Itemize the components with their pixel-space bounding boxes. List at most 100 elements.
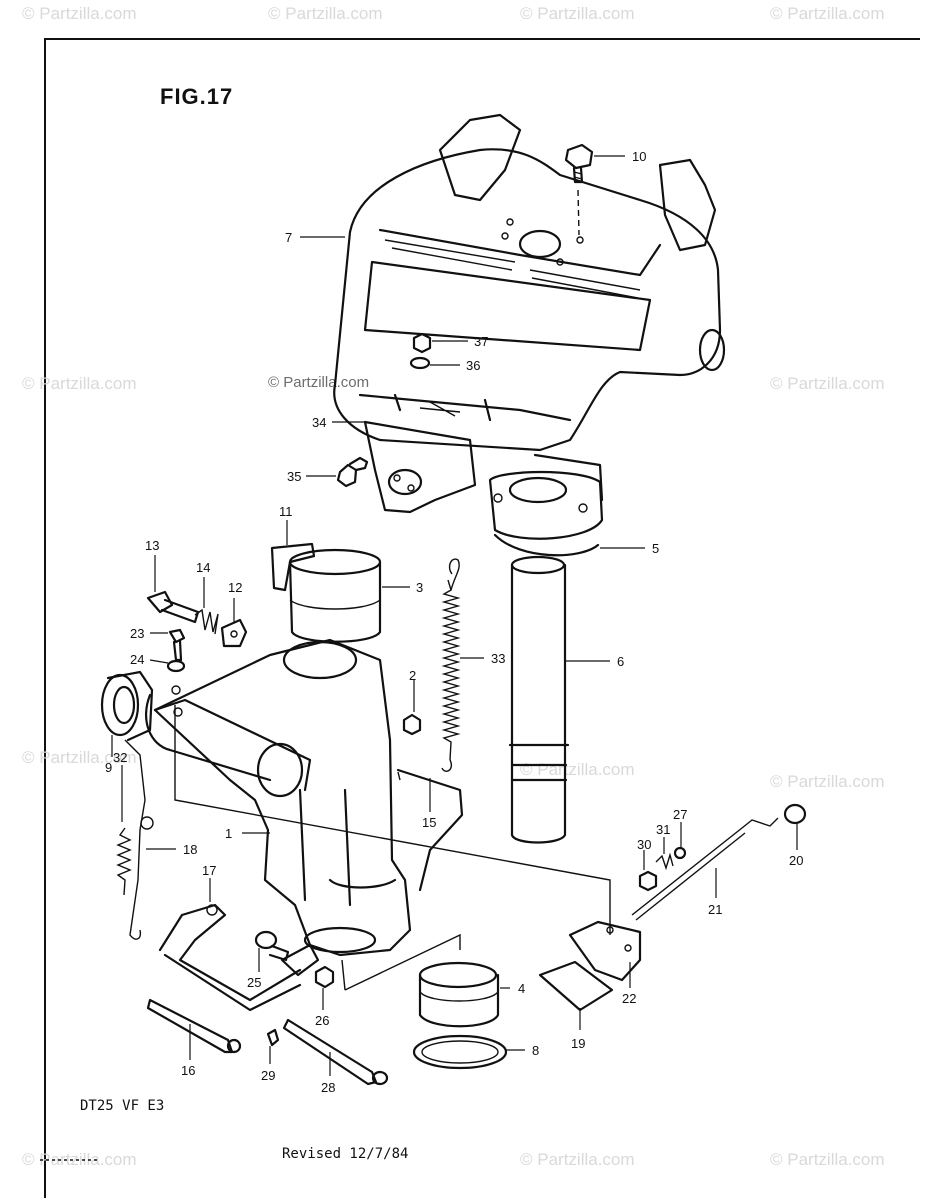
- callout-13: 13: [145, 538, 159, 592]
- callout-label: 30: [637, 837, 651, 852]
- watermark: © Partzilla.com: [268, 4, 383, 23]
- spring-part-14: [194, 608, 219, 635]
- model-label: DT25 VF E3: [80, 1098, 165, 1114]
- nut-part-37: [412, 332, 432, 354]
- callout-8: 8: [505, 1043, 539, 1058]
- callout-5: 5: [600, 541, 659, 556]
- callout-label: 32: [113, 750, 127, 765]
- watermark: © Partzilla.com: [22, 1150, 137, 1169]
- callout-label: 34: [312, 415, 326, 430]
- watermark-center: © Partzilla.com: [268, 374, 370, 391]
- callout-19: 19: [571, 1008, 585, 1051]
- watermark: © Partzilla.com: [770, 772, 885, 791]
- wire-part-15: [396, 768, 464, 892]
- callout-label: 9: [105, 760, 112, 775]
- callout-4: 4: [500, 981, 525, 996]
- callout-label: 12: [228, 580, 242, 595]
- watermark: © Partzilla.com: [22, 4, 137, 23]
- callout-28: 28: [321, 1052, 335, 1095]
- callout-21: 21: [708, 868, 722, 917]
- shaft-part-16: [146, 998, 242, 1054]
- shaft-part-28: [282, 1018, 389, 1086]
- callout-label: 24: [130, 652, 144, 667]
- callout-1: 1: [225, 826, 270, 841]
- callout-label: 36: [466, 358, 480, 373]
- callout-label: 5: [652, 541, 659, 556]
- callout-label: 18: [183, 842, 197, 857]
- bolt-part-25: [254, 930, 290, 962]
- washer-part-24: [166, 659, 186, 673]
- callout-12: 12: [228, 580, 242, 622]
- bushing-part-3: [288, 548, 382, 643]
- swivel-bracket-part-7: [333, 113, 726, 452]
- callout-label: 8: [532, 1043, 539, 1058]
- ring-part-8: [412, 1034, 508, 1070]
- callout-label: 37: [474, 334, 488, 349]
- spring-part-33: [441, 558, 461, 772]
- callout-30: 30: [637, 837, 651, 870]
- collar-part-9: [100, 670, 154, 742]
- callout-label: 23: [130, 626, 144, 641]
- callout-label: 13: [145, 538, 159, 553]
- callout-27: 27: [673, 807, 687, 847]
- callout-label: 14: [196, 560, 210, 575]
- callout-label: 21: [708, 902, 722, 917]
- callout-10: 10: [594, 149, 646, 164]
- bolt-part-23: [168, 628, 186, 662]
- callout-label: 33: [491, 651, 505, 666]
- callout-label: 17: [202, 863, 216, 878]
- lever-part-17: [158, 903, 320, 1012]
- rod-part-18: [124, 739, 154, 940]
- callout-16: 16: [181, 1024, 195, 1078]
- callout-2: 2: [409, 668, 416, 712]
- callout-label: 16: [181, 1063, 195, 1078]
- watermark: © Partzilla.com: [770, 4, 885, 23]
- clamp-bracket-part-1: [145, 638, 412, 957]
- callout-18: 18: [146, 842, 197, 857]
- callout-label: 20: [789, 853, 803, 868]
- callout-29: 29: [261, 1046, 275, 1083]
- callout-15: 15: [422, 778, 436, 830]
- watermark: © Partzilla.com: [520, 1150, 635, 1169]
- callout-33: 33: [460, 651, 505, 666]
- callout-32: 32: [113, 750, 127, 822]
- watermark: © Partzilla.com: [770, 1150, 885, 1169]
- flange-part-5: [488, 453, 604, 557]
- sheet-frame: [44, 38, 920, 1198]
- callout-23: 23: [130, 626, 168, 641]
- washer-part-27: [673, 846, 687, 860]
- figure-title: FIG.17: [160, 84, 234, 109]
- callout-label: 7: [285, 230, 292, 245]
- callout-20: 20: [789, 823, 803, 868]
- callout-9: 9: [105, 735, 113, 775]
- pin-part-29: [266, 1028, 280, 1047]
- callout-26: 26: [315, 988, 329, 1028]
- callout-14: 14: [196, 560, 210, 608]
- callout-22: 22: [622, 962, 636, 1006]
- revised-label: Revised 12/7/84: [282, 1146, 409, 1162]
- callout-label: 22: [622, 991, 636, 1006]
- clip-part-11: [270, 542, 316, 592]
- watermark: © Partzilla.com: [22, 748, 137, 767]
- callout-label: 35: [287, 469, 301, 484]
- grease-nipple-part-2: [402, 713, 422, 736]
- nut-part-26: [314, 965, 335, 989]
- watermark: © Partzilla.com: [520, 4, 635, 23]
- callout-37: 37: [432, 334, 488, 349]
- callout-label: 29: [261, 1068, 275, 1083]
- callout-label: 11: [279, 504, 293, 519]
- plate-part-19: [538, 960, 614, 1012]
- callout-label: 4: [518, 981, 525, 996]
- callout-17: 17: [202, 863, 216, 902]
- callout-label: 15: [422, 815, 436, 830]
- bushing-part-4: [418, 961, 500, 1028]
- watermark: © Partzilla.com: [22, 374, 137, 393]
- callout-34: 34: [312, 415, 365, 430]
- tube-part-6: [508, 555, 570, 844]
- callout-label: 19: [571, 1036, 585, 1051]
- callout-label: 25: [247, 975, 261, 990]
- callout-6: 6: [566, 654, 624, 669]
- bolt-part-10: [564, 143, 594, 236]
- spring-part-32: [116, 827, 132, 896]
